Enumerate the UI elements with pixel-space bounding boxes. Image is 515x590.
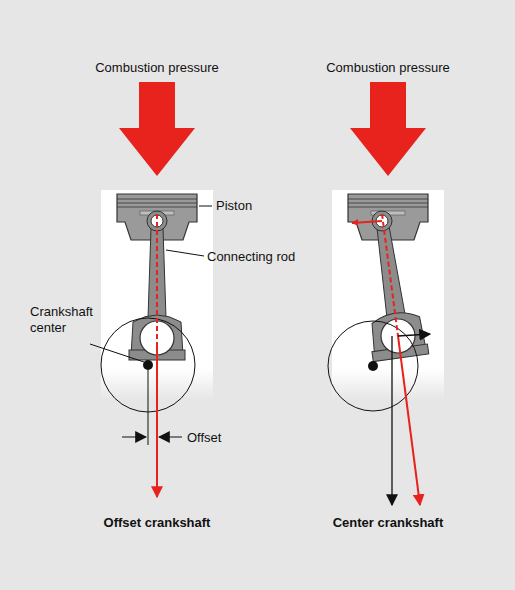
force-caption: Combustion pressure xyxy=(326,60,450,76)
center-engine xyxy=(328,82,444,505)
part-label: Crankshaft center xyxy=(30,304,100,335)
vertical-component xyxy=(391,336,392,505)
side-component xyxy=(398,334,430,336)
figure-caption: Offset crankshaft xyxy=(104,515,211,531)
pressure-arrow xyxy=(350,82,426,176)
crank-circle xyxy=(328,321,418,411)
crankshaft-center-dot xyxy=(143,360,153,370)
connecting-rod xyxy=(129,211,185,360)
force-arrow xyxy=(156,345,158,497)
offset-dimension xyxy=(159,437,182,438)
force-caption: Combustion pressure xyxy=(95,60,219,76)
pressure-arrow xyxy=(119,82,195,176)
figure-caption: Center crankshaft xyxy=(333,515,444,531)
leader-line xyxy=(90,344,144,362)
offset-extension xyxy=(148,370,149,445)
leader-line xyxy=(199,206,212,207)
force-arrow xyxy=(398,336,420,505)
crankshaft-center-dot xyxy=(368,361,378,371)
offset-dimension xyxy=(122,437,146,438)
part-label: Connecting rod xyxy=(207,249,295,265)
side-thrust-arrow xyxy=(352,221,382,223)
leader-line xyxy=(166,250,204,256)
dimension-label: Offset xyxy=(187,430,221,446)
part-label: Piston xyxy=(216,198,252,214)
cylinder-bore xyxy=(332,190,444,400)
